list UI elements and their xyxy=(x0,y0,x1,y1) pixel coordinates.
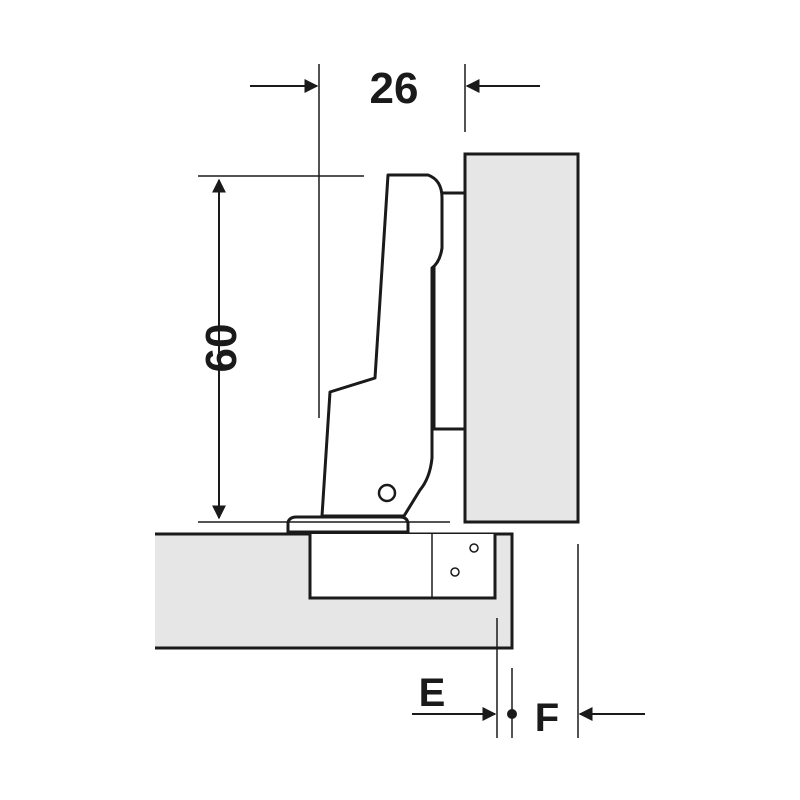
cup-screw-hole-top xyxy=(469,543,479,553)
cabinet-side-panel xyxy=(463,152,580,524)
dimension-label-26: 26 xyxy=(370,64,419,113)
hinge-arm xyxy=(320,173,444,518)
dimension-label-e: E xyxy=(419,671,446,715)
dimension-label-f: F xyxy=(535,696,559,740)
cup-screw-hole-bottom xyxy=(450,567,460,577)
reference-point-dot xyxy=(507,709,517,719)
hinge-boss xyxy=(286,515,410,534)
dimension-label-60: 60 xyxy=(197,324,246,373)
hinge-cup xyxy=(308,534,497,600)
hinge-pivot-pin xyxy=(377,483,397,503)
